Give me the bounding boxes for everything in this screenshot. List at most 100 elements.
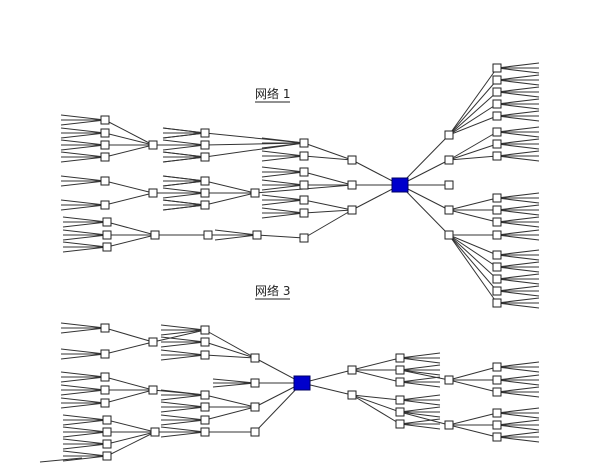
network-node (200, 415, 210, 425)
network-node (395, 407, 405, 417)
network-edge (204, 192, 256, 206)
central-hub-node (293, 375, 311, 391)
network-edge (261, 179, 305, 186)
network-node (492, 286, 502, 296)
network-node (200, 350, 210, 360)
network-edge (448, 424, 498, 438)
network-node (492, 151, 502, 161)
network-node (299, 195, 309, 205)
network-edge (60, 376, 106, 383)
network-edge (399, 394, 441, 401)
network-edge (496, 192, 540, 199)
network-edge (160, 341, 206, 348)
network-node (200, 152, 210, 162)
network-edge (496, 374, 540, 381)
network-edge (496, 297, 540, 304)
network-edge (303, 209, 353, 239)
network-edge (162, 180, 206, 187)
network-edge (496, 67, 540, 74)
network-node (200, 390, 210, 400)
network-node (299, 233, 309, 243)
network-edge (496, 209, 540, 216)
network-edge (496, 150, 540, 157)
network-node (150, 427, 160, 437)
network-edge (60, 389, 106, 396)
network-edge (496, 115, 540, 122)
network-node (100, 200, 110, 210)
network-edge (399, 352, 441, 359)
network-edge (496, 155, 540, 162)
network-edge (399, 357, 441, 364)
network-edge (62, 450, 108, 457)
network-node (200, 128, 210, 138)
network-edge (496, 361, 540, 368)
network-node (492, 205, 502, 215)
network-node (200, 188, 210, 198)
network-node (148, 188, 158, 198)
network-edge (496, 138, 540, 145)
network-edge (104, 327, 154, 343)
network-node (395, 353, 405, 363)
network-edge (60, 371, 106, 378)
network-edge (261, 171, 305, 178)
network-node (250, 427, 260, 437)
network-node (492, 362, 502, 372)
network-node (492, 432, 502, 442)
network-edge (399, 411, 441, 418)
network-edge (160, 349, 206, 356)
network-edge (496, 290, 540, 297)
network-edge (62, 221, 108, 228)
network-edge (448, 234, 498, 280)
network-1-nodes (100, 63, 502, 308)
network-3-nodes (100, 323, 502, 461)
network-edge (204, 406, 256, 421)
network-edge (303, 199, 353, 211)
network-3-title: 网络 3 (255, 283, 290, 298)
network-edge (399, 399, 441, 406)
network-3-diagram: 网络 3 (39, 283, 540, 463)
network-edge (160, 329, 206, 336)
network-edge (399, 376, 441, 383)
network-edge (399, 134, 450, 186)
network-edge (496, 229, 540, 236)
network-node (395, 395, 405, 405)
network-edge (448, 234, 498, 268)
network-node (299, 138, 309, 148)
network-edge (104, 144, 154, 158)
network-edge (496, 204, 540, 211)
network-edge (62, 443, 108, 450)
network-edge (496, 424, 540, 431)
network-node (444, 130, 454, 140)
network-edge (62, 426, 108, 433)
network-edge (60, 156, 106, 163)
network-node (200, 427, 210, 437)
network-edge (106, 431, 156, 457)
network-node (148, 337, 158, 347)
network-edge (303, 155, 353, 161)
network-node (299, 180, 309, 190)
network-node (148, 385, 158, 395)
network-node (492, 193, 502, 203)
network-node (102, 415, 112, 425)
network-1-diagram: 网络 1 (60, 62, 540, 309)
network-edge (261, 184, 305, 191)
network-edge (162, 204, 206, 211)
network-edge (399, 184, 450, 236)
network-edge (399, 418, 441, 425)
network-edge (496, 431, 540, 438)
network-node (203, 230, 213, 240)
network-edge (160, 394, 206, 401)
network-edge (496, 98, 540, 105)
network-edge (399, 369, 450, 381)
network-edge (62, 241, 108, 248)
network-node (100, 349, 110, 359)
network-edge (106, 431, 156, 445)
network-node (492, 75, 502, 85)
network-edge (62, 234, 108, 241)
network-edge (106, 221, 156, 236)
network-node (250, 188, 260, 198)
network-node (444, 155, 454, 165)
network-edge (399, 381, 441, 388)
network-node (200, 402, 210, 412)
network-edge (496, 379, 540, 386)
